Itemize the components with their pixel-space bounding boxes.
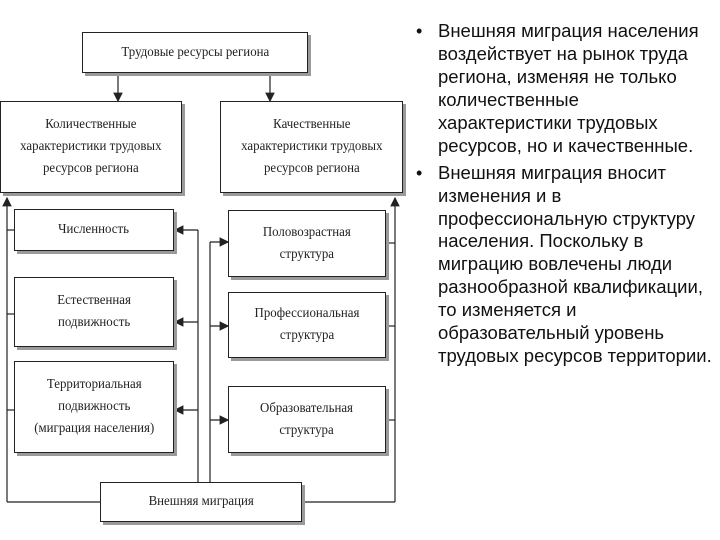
bullet-item: • Внешняя миграция вносит изменения и в … bbox=[410, 162, 715, 368]
connector-lines bbox=[2, 73, 400, 503]
quantitative-characteristics-box: Количественные характеристики трудовых р… bbox=[0, 101, 182, 193]
bullet-item: • Внешняя миграция населения воздействуе… bbox=[410, 20, 715, 158]
labor-resources-diagram: Трудовые ресурсы региона Количественные … bbox=[0, 32, 403, 522]
bullet-dot: • bbox=[416, 162, 423, 183]
left-item-headcount: Численность bbox=[14, 209, 174, 251]
right-item-age-sex-structure: Половозрастная структура bbox=[228, 210, 386, 277]
top-box-label: Трудовые ресурсы региона bbox=[121, 44, 269, 60]
right-item-professional-structure: Профессиональная структура bbox=[228, 292, 386, 358]
qualitative-label: Качественные характеристики трудовых рес… bbox=[240, 117, 383, 176]
left-item-natural-mobility: Естественная подвижность bbox=[14, 277, 174, 347]
left-item-label: Территориальная подвижность (миграция на… bbox=[33, 377, 155, 436]
bullet-text: Внешняя миграция населения воздействует … bbox=[438, 20, 699, 156]
right-item-label: Профессиональная структура bbox=[254, 306, 360, 343]
left-item-label: Естественная подвижность bbox=[57, 293, 131, 330]
right-item-label: Половозрастная структура bbox=[262, 224, 352, 262]
right-item-label: Образовательная структура bbox=[260, 400, 354, 438]
left-item-label: Численность bbox=[58, 222, 130, 238]
right-item-educational-structure: Образовательная структура bbox=[228, 386, 386, 453]
qualitative-characteristics-box: Качественные характеристики трудовых рес… bbox=[220, 101, 403, 193]
bullet-list: • Внешняя миграция населения воздействуе… bbox=[410, 20, 715, 372]
bullet-text: Внешняя миграция вносит изменения и в пр… bbox=[438, 161, 712, 367]
quantitative-label: Количественные характеристики трудовых р… bbox=[20, 117, 162, 176]
bullet-dot: • bbox=[416, 21, 423, 41]
bottom-box-label: Внешняя миграция bbox=[148, 494, 254, 510]
bottom-box-external-migration: Внешняя миграция bbox=[100, 482, 302, 522]
left-item-territorial-mobility: Территориальная подвижность (миграция на… bbox=[14, 361, 174, 453]
top-box-labor-resources: Трудовые ресурсы региона bbox=[82, 32, 308, 73]
